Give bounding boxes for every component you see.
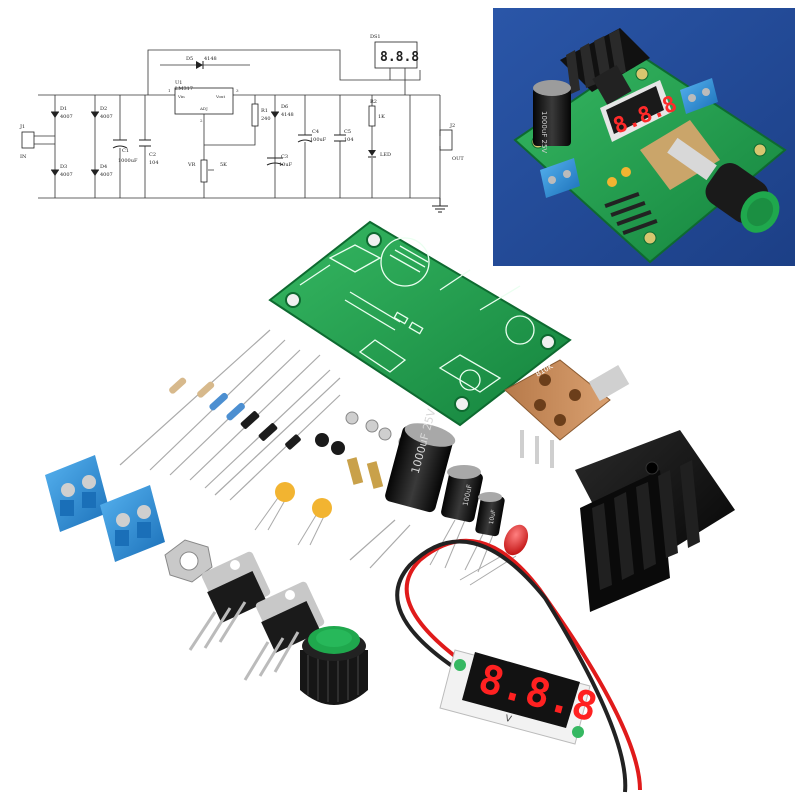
c4-value: 100uF — [310, 137, 327, 143]
d1-label: D1 — [60, 106, 67, 112]
led-label: LED — [380, 152, 391, 158]
ds1-display-symbol — [374, 41, 418, 69]
d3-value: 4007 — [60, 172, 73, 178]
in-label: IN — [20, 154, 27, 160]
voltage-regulator-2 — [243, 581, 325, 681]
u1-value: LM317 — [175, 86, 193, 92]
ground-symbol — [432, 198, 448, 213]
knob — [300, 626, 368, 705]
d6-label: D6 — [281, 104, 288, 110]
j1-connector — [21, 131, 35, 149]
pin-1: 1 — [168, 88, 171, 93]
heatsink — [575, 430, 735, 612]
screw-terminal-1 — [45, 455, 110, 532]
ds1-label: DS1 — [370, 34, 381, 40]
ds1-digits: 8.8.8 — [380, 50, 419, 65]
d2-value: 4007 — [100, 114, 113, 120]
electrolytic-capacitor-small: 10uF — [464, 492, 505, 573]
c3-label: C3 — [281, 154, 288, 160]
potentiometer: B10K — [504, 359, 630, 468]
assembled-potentiometer — [640, 120, 780, 233]
assembled-capacitor: 1000uF 25V — [533, 80, 571, 153]
bare-pcb — [268, 220, 572, 427]
vout-pin: Vout — [215, 94, 226, 99]
vr-label: VR — [187, 162, 196, 168]
c1-label: C1 — [122, 148, 129, 154]
schematic-diagram: D5 4148 J1 IN D1 4007 D2 4007 D3 4007 D4… — [19, 34, 464, 213]
r1-value: 240 — [261, 116, 271, 122]
d2-label: D2 — [100, 106, 107, 112]
c5-label: C5 — [344, 129, 351, 135]
d5-value: 4148 — [204, 56, 217, 62]
electrolytic-capacitor-medium: 100uF — [429, 465, 483, 569]
voltage-regulator-1 — [188, 551, 271, 651]
d4-value: 4007 — [100, 172, 113, 178]
c4-label: C4 — [312, 129, 319, 135]
j2-connector — [439, 129, 453, 151]
c2-label: C2 — [149, 152, 156, 158]
vin-pin: Vin — [177, 94, 185, 99]
c2-value: 104 — [149, 160, 159, 166]
voltmeter-unit: V — [504, 714, 513, 725]
pin-2: 2 — [200, 118, 203, 123]
assembled-terminal-input — [540, 158, 580, 198]
r1-label: R1 — [261, 108, 268, 114]
bridge-rectifier — [51, 111, 99, 176]
r2-label: R2 — [370, 99, 377, 105]
lm317-symbol — [174, 87, 234, 115]
c3-value: 10uF — [279, 162, 293, 168]
assembled-capacitor-text: 1000uF 25V — [540, 111, 548, 153]
ceramic-capacitors — [254, 482, 332, 546]
assembled-module-photo: 1000uF 25V 8.8.8 — [493, 8, 795, 266]
c5-value: 104 — [344, 137, 354, 143]
u1-label: U1 — [175, 80, 182, 86]
out-label: OUT — [452, 156, 464, 162]
pin-3: 3 — [236, 88, 239, 93]
screw-terminal-2 — [100, 485, 165, 562]
assembled-terminal-output — [680, 78, 718, 114]
small-capacitor-label: 10uF — [488, 509, 498, 525]
axial-components — [119, 329, 341, 501]
vr-value: 5K — [220, 162, 227, 168]
assembled-diodes — [604, 191, 658, 236]
adj-pin: ADJ — [199, 106, 208, 111]
j2-label: J2 — [449, 123, 455, 129]
electrolytic-capacitor-large: 1000uF 25V — [349, 407, 456, 569]
assembled-heatsink — [560, 28, 650, 105]
hex-nut — [164, 539, 213, 583]
j1-label: J1 — [19, 124, 25, 130]
d4-label: D4 — [100, 164, 107, 170]
d3-label: D3 — [60, 164, 67, 170]
d5-label: D5 — [186, 56, 193, 62]
d1-value: 4007 — [60, 114, 73, 120]
r2-value: 1K — [378, 114, 385, 120]
c1-value: 1000uF — [118, 158, 138, 164]
d6-value: 4148 — [281, 112, 294, 118]
